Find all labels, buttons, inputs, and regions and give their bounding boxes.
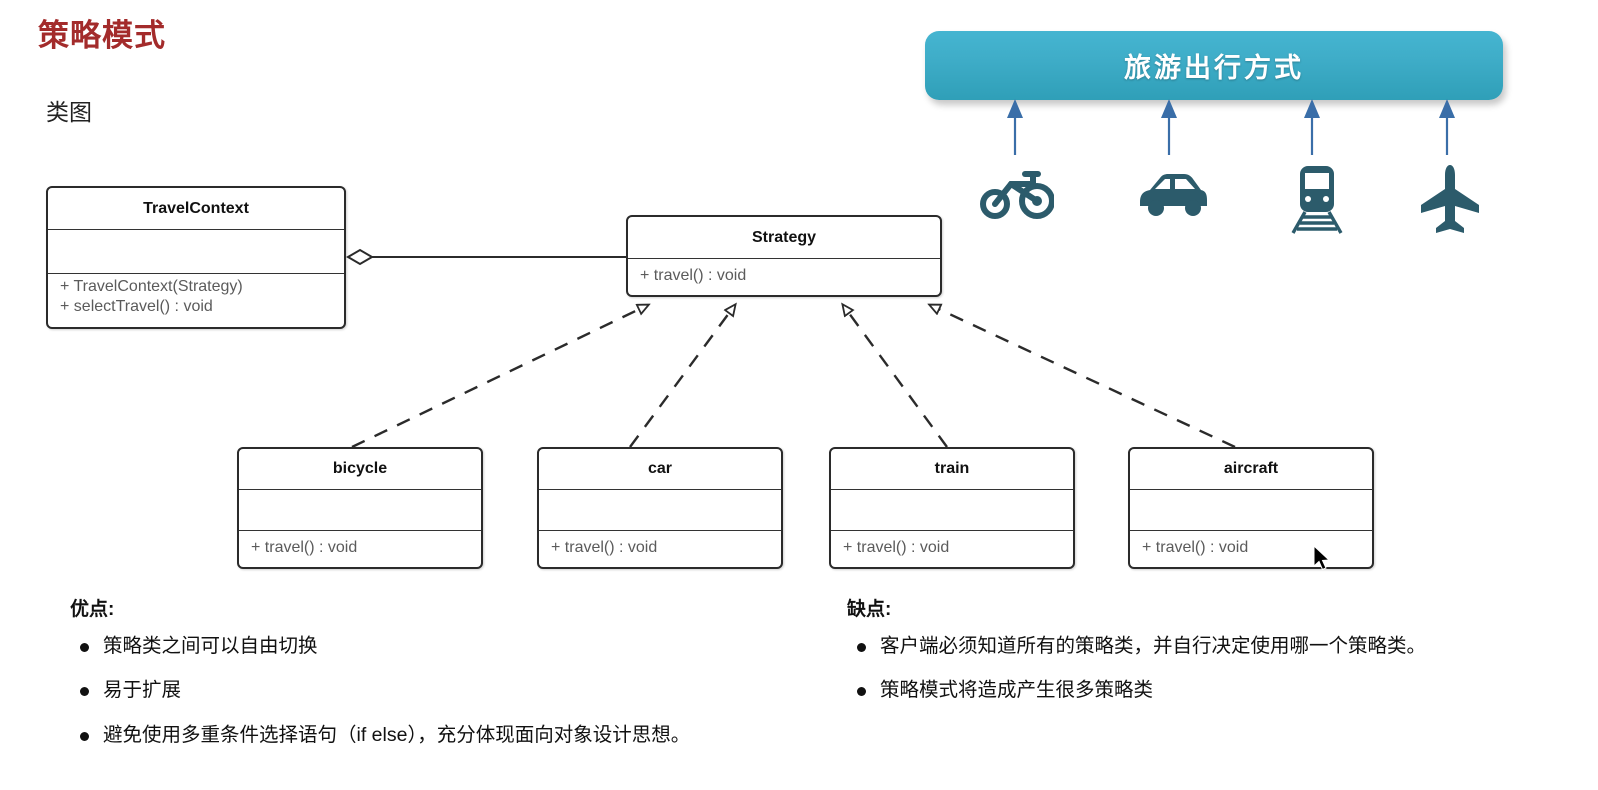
- cons-heading: 缺点:: [847, 599, 892, 620]
- car-icon: [1134, 170, 1210, 223]
- cons-column: 缺点: 客户端必须知道所有的策略类，并自行决定使用哪一个策略类。 策略模式将造成…: [847, 594, 1547, 723]
- list-item-text: 策略模式将造成产生很多策略类: [880, 679, 1154, 702]
- class-name: aircraft: [1130, 449, 1372, 490]
- uml-class-aircraft[interactable]: aircraft + travel() : void: [1128, 447, 1374, 569]
- list-item: 策略模式将造成产生很多策略类: [847, 678, 1547, 702]
- mouse-cursor: [1313, 545, 1331, 571]
- class-methods: + travel() : void: [251, 539, 358, 556]
- class-name: train: [831, 449, 1073, 490]
- uml-class-bicycle[interactable]: bicycle + travel() : void: [237, 447, 483, 569]
- uml-class-travelcontext[interactable]: TravelContext + TravelContext(Strategy) …: [46, 186, 346, 329]
- bullet-icon: [80, 643, 89, 652]
- class-methods: + travel() : void: [843, 539, 950, 556]
- pros-heading: 优点:: [70, 599, 115, 620]
- list-item-text: 策略类之间可以自由切换: [103, 635, 318, 657]
- class-methods: + travel() : void: [640, 267, 747, 284]
- train-icon: [1288, 163, 1346, 240]
- list-item-text: 避免使用多重条件选择语句（if else），充分体现面向对象设计思想。: [103, 723, 691, 746]
- class-methods: + travel() : void: [551, 539, 658, 556]
- pros-column: 优点: 策略类之间可以自由切换 易于扩展 避免使用多重条件选择语句（if els…: [70, 594, 810, 767]
- list-item: 客户端必须知道所有的策略类，并自行决定使用哪一个策略类。: [847, 634, 1547, 658]
- class-name: car: [539, 449, 781, 490]
- bullet-icon: [857, 643, 866, 652]
- class-methods: + travel() : void: [1142, 539, 1249, 556]
- class-attributes: [239, 490, 481, 531]
- class-name: Strategy: [628, 217, 940, 259]
- bullet-icon: [80, 731, 89, 741]
- class-name: bicycle: [239, 449, 481, 490]
- uml-class-train[interactable]: train + travel() : void: [829, 447, 1075, 569]
- list-item-text: 客户端必须知道所有的策略类，并自行决定使用哪一个策略类。: [880, 635, 1427, 657]
- list-item: 易于扩展: [70, 678, 810, 702]
- class-attributes: [48, 230, 344, 274]
- class-attributes: [1130, 490, 1372, 531]
- banner-label: 旅游出行方式: [1124, 53, 1304, 83]
- class-attributes: [831, 490, 1073, 531]
- list-item: 策略类之间可以自由切换: [70, 634, 810, 658]
- bullet-icon: [80, 687, 89, 697]
- list-item-text: 易于扩展: [103, 679, 182, 702]
- uml-class-car[interactable]: car + travel() : void: [537, 447, 783, 569]
- bullet-icon: [857, 687, 866, 697]
- bicycle-icon: [980, 166, 1055, 227]
- section-subtitle: 类图: [46, 99, 92, 125]
- class-attributes: [539, 490, 781, 531]
- list-item: 避免使用多重条件选择语句（if else），充分体现面向对象设计思想。: [70, 723, 810, 747]
- travel-modes-banner[interactable]: 旅游出行方式: [925, 31, 1503, 100]
- page-title: 策略模式: [38, 18, 166, 53]
- class-methods: + TravelContext(Strategy) + selectTravel…: [60, 278, 243, 316]
- class-name: TravelContext: [48, 188, 344, 230]
- airplane-icon: [1419, 163, 1481, 240]
- uml-class-strategy[interactable]: Strategy + travel() : void: [626, 215, 942, 297]
- banner-arrows: [1007, 99, 1455, 155]
